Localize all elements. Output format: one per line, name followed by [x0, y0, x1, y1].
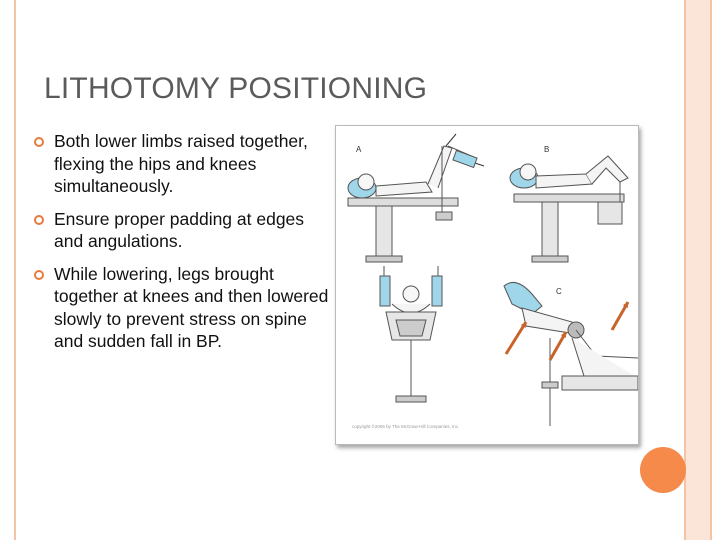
front-view-drawing — [379, 266, 443, 403]
arrow-head-icon — [560, 332, 566, 338]
bullet-item: Ensure proper padding at edges and angul… — [32, 208, 332, 253]
panel-c-drawing — [503, 281, 638, 426]
panel-label-b: B — [544, 145, 549, 154]
panel-label-c: C — [556, 287, 562, 296]
bullet-text: While lowering, legs brought together at… — [54, 263, 329, 352]
bullet-text: Ensure proper padding at edges and angul… — [54, 208, 305, 252]
bullet-item: While lowering, legs brought together at… — [32, 263, 332, 353]
left-border-stripe — [14, 0, 16, 540]
bullet-item: Both lower limbs raised together, flexin… — [32, 130, 332, 198]
decorative-circle — [640, 447, 686, 493]
copyright-note: copyright ©2005 by The McGraw-Hill Compa… — [352, 423, 459, 429]
bullet-text: Both lower limbs raised together, flexin… — [54, 131, 308, 196]
illustration-svg: A B — [347, 133, 638, 429]
panel-a-drawing — [347, 133, 485, 263]
arrow-head-icon — [520, 322, 526, 328]
pressure-arrows — [504, 301, 630, 361]
arrow-icon — [504, 321, 528, 355]
arrow-icon — [548, 331, 568, 361]
arrow-icon — [610, 301, 630, 331]
panel-b-drawing — [509, 155, 629, 263]
slide-title: LITHOTOMY POSITIONING — [44, 72, 428, 105]
panel-label-a: A — [356, 145, 362, 154]
lithotomy-illustration: A B — [335, 125, 639, 445]
arrow-head-icon — [622, 302, 628, 308]
bullet-marker-icon — [34, 269, 44, 280]
right-border-band — [684, 0, 712, 540]
bullet-marker-icon — [34, 137, 44, 147]
bullet-list: Both lower limbs raised together, flexin… — [32, 130, 332, 363]
bullet-marker-icon — [34, 214, 44, 225]
